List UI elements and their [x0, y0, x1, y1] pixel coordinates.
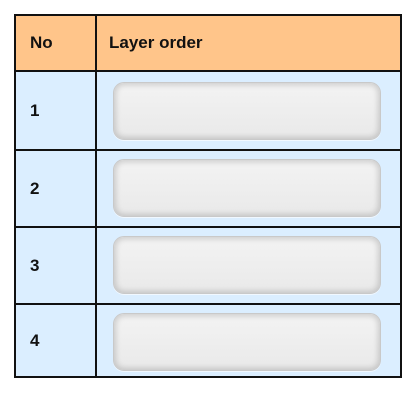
layer-order-slot-4[interactable] [113, 313, 381, 371]
column-header-no: No [30, 33, 53, 52]
row-divider [16, 226, 400, 228]
layer-order-slot-1[interactable] [113, 82, 381, 140]
row-number-3: 3 [30, 256, 40, 275]
column-header-layer-order: Layer order [109, 33, 203, 52]
column-divider [95, 16, 97, 376]
row-number-1: 1 [30, 101, 40, 120]
layer-order-slot-2[interactable] [113, 159, 381, 217]
layer-order-slot-3[interactable] [113, 236, 381, 294]
row-divider [16, 149, 400, 151]
row-number-4: 4 [30, 331, 40, 350]
row-divider [16, 303, 400, 305]
layer-order-table: No Layer order 1 2 3 4 [14, 14, 402, 378]
table-header [16, 16, 400, 72]
row-number-2: 2 [30, 179, 40, 198]
